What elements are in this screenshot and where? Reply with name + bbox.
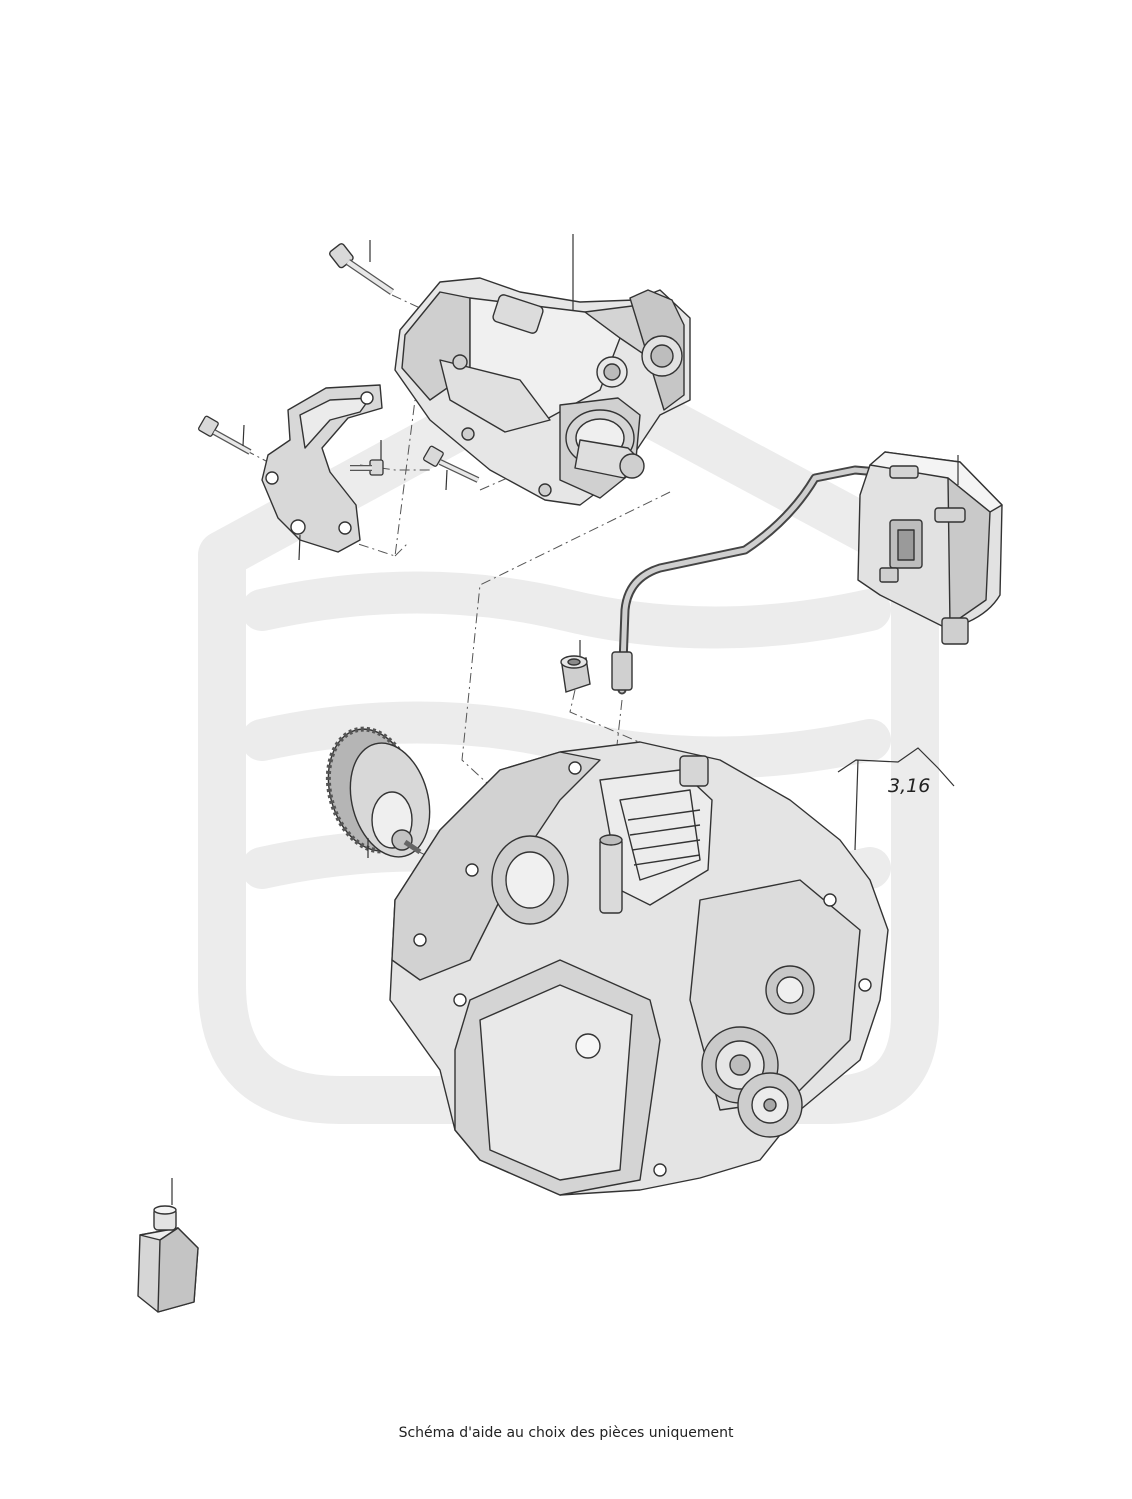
group-callout-label: 3,16 [888, 775, 930, 797]
control-unit [611, 451, 1003, 695]
transmission-housing [389, 741, 889, 1196]
bracket-bolt-small [350, 440, 384, 476]
transfer-case [394, 234, 691, 506]
mounting-bracket [261, 384, 383, 561]
bracket-bolt-left [198, 415, 252, 455]
gear-wheel [325, 726, 431, 858]
group-callout [837, 747, 955, 851]
footer-caption: Schéma d'aide au choix des pièces unique… [398, 1425, 734, 1441]
bushing [560, 640, 591, 693]
oil-bottle [137, 1178, 199, 1313]
bracket-bolt-right [423, 445, 480, 491]
long-bolt [329, 240, 394, 295]
